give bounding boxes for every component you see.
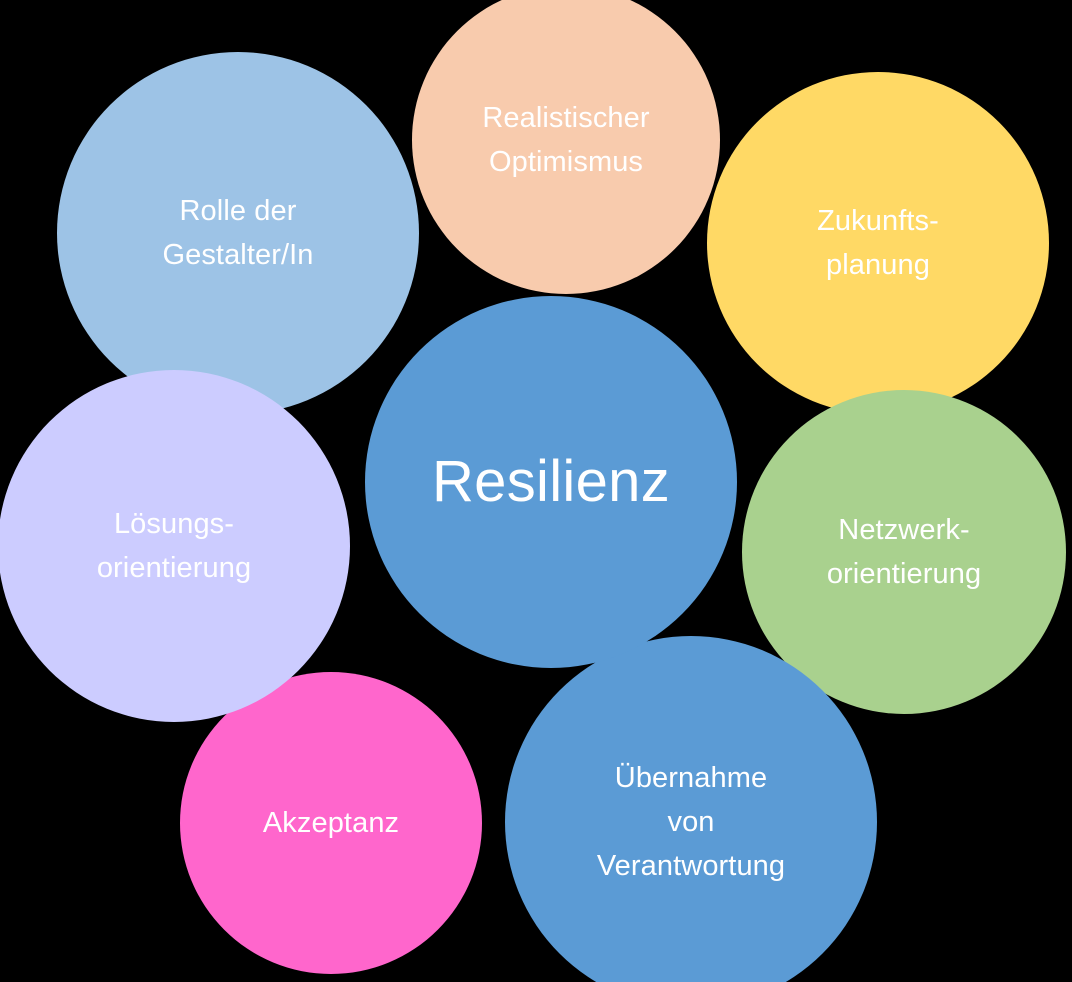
bubble-netzwerkorientierung[interactable]: Netzwerk- orientierung (742, 390, 1066, 714)
bubble-uebernahme-verantwortung[interactable]: Übernahme von Verantwortung (505, 636, 877, 982)
bubble-realistischer-optimismus[interactable]: Realistischer Optimismus (412, 0, 720, 294)
bubble-label-resilienz: Resilienz (431, 449, 670, 514)
bubble-zukunftsplanung[interactable]: Zukunfts- planung (707, 72, 1049, 414)
bubble-label-rolle-der-gestalter: Rolle der Gestalter/In (162, 195, 314, 271)
bubble-loesungsorientierung[interactable]: Lösungs- orientierung (0, 370, 350, 722)
bubble-label-realistischer-optimismus: Realistischer Optimismus (482, 102, 650, 178)
bubble-label-netzwerkorientierung: Netzwerk- orientierung (826, 514, 982, 590)
bubble-label-uebernahme-verantwortung: Übernahme von Verantwortung (596, 762, 786, 882)
bubble-label-zukunftsplanung: Zukunfts- planung (817, 205, 939, 281)
bubble-rolle-der-gestalter[interactable]: Rolle der Gestalter/In (57, 52, 419, 414)
bubble-akzeptanz[interactable]: Akzeptanz (180, 672, 482, 974)
bubble-resilienz-core[interactable]: Resilienz (365, 296, 737, 668)
bubble-label-loesungsorientierung: Lösungs- orientierung (96, 508, 252, 584)
bubble-label-akzeptanz: Akzeptanz (262, 807, 400, 839)
